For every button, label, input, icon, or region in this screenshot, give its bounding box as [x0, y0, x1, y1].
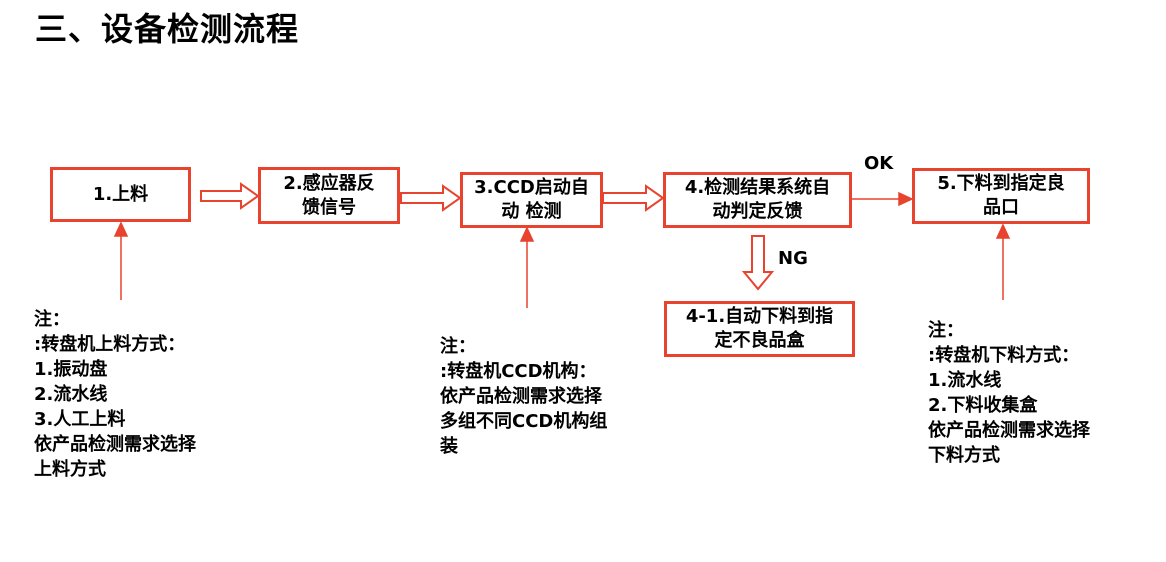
- step-4-1-box: 4-1.自动下料到指 定不良品盒: [664, 301, 855, 357]
- note-middle-line: :转盘机CCD机构：: [440, 361, 597, 382]
- note-middle-line: 装: [440, 436, 458, 457]
- step-1-label: 1.上料: [92, 183, 149, 205]
- ng-label: NG: [778, 248, 808, 269]
- step-5-box: 5.下料到指定良 品口: [912, 168, 1090, 224]
- note-middle-pointer-head: [519, 226, 535, 242]
- note-right-line: 注：: [928, 320, 964, 341]
- step-1-box: 1.上料: [50, 167, 191, 222]
- step-4-1-label-line1: 4-1.自动下料到指: [685, 306, 834, 327]
- step-5-label-line2: 品口: [983, 197, 1019, 218]
- note-right-pointer-head: [995, 223, 1011, 239]
- arrow-step4-to-step5-head: [898, 191, 914, 207]
- step-5-label-line1: 5.下料到指定良: [937, 173, 1065, 194]
- note-right-line: 下料方式: [928, 445, 1000, 466]
- note-left-line: 注：: [34, 309, 70, 330]
- arrow-step1-to-step2: [200, 182, 260, 210]
- note-left-line: 依产品检测需求选择: [34, 434, 196, 455]
- step-2-label-line1: 2.感应器反: [283, 172, 375, 194]
- note-left-line: 上料方式: [34, 459, 106, 480]
- note-middle-line: 依产品检测需求选择: [440, 386, 602, 407]
- page-title: 三、设备检测流程: [35, 10, 300, 48]
- note-middle-line: 多组不同CCD机构组: [440, 411, 608, 432]
- note-left-line: 2.流水线: [34, 384, 108, 405]
- step-4-1-label-line2: 定不良品盒: [714, 330, 805, 351]
- step-4-label-line1: 4.检测结果系统自: [684, 177, 831, 198]
- note-left-pointer-head: [113, 221, 129, 237]
- note-right-line: 依产品检测需求选择: [928, 420, 1090, 441]
- arrow-step4-to-step41: [741, 235, 775, 291]
- note-middle-line: 注：: [440, 336, 476, 357]
- note-right-line: :转盘机下料方式：: [928, 345, 1080, 366]
- note-left-line: :转盘机上料方式：: [34, 334, 186, 355]
- arrow-step2-to-step3: [400, 184, 462, 212]
- note-left-line: 3.人工上料: [34, 409, 126, 430]
- note-middle: 注： :转盘机CCD机构： 依产品检测需求选择 多组不同CCD机构组 装: [440, 334, 607, 459]
- note-left: 注： :转盘机上料方式： 1.振动盘 2.流水线 3.人工上料 依产品检测需求选…: [34, 307, 196, 482]
- step-3-label-line1: 3.CCD启动自: [474, 177, 589, 198]
- note-right: 注： :转盘机下料方式： 1.流水线 2.下料收集盒 依产品检测需求选择 下料方…: [928, 318, 1090, 468]
- ok-label: OK: [864, 153, 894, 174]
- step-4-label-line2: 动判定反馈: [712, 201, 803, 222]
- note-right-line: 2.下料收集盒: [928, 395, 1038, 416]
- note-right-line: 1.流水线: [928, 370, 1002, 391]
- note-left-line: 1.振动盘: [34, 359, 108, 380]
- step-2-box: 2.感应器反 馈信号: [258, 167, 400, 224]
- arrow-step3-to-step4: [602, 184, 665, 212]
- step-4-box: 4.检测结果系统自 动判定反馈: [663, 172, 852, 228]
- step-3-label-line2: 动 检测: [501, 201, 562, 222]
- step-3-box: 3.CCD启动自 动 检测: [460, 172, 603, 228]
- step-2-label-line2: 馈信号: [302, 196, 356, 218]
